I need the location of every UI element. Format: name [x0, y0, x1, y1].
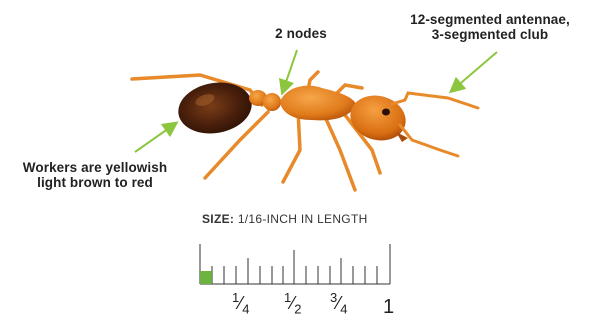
label-antennae-line1: 12-segmented antennae, [385, 12, 595, 27]
arrow-antennae [455, 52, 497, 88]
size-value: 1/16-INCH IN LENGTH [238, 212, 368, 226]
ant-thorax [280, 86, 356, 121]
half-numerator: 1 [284, 290, 291, 305]
quarter-denominator: 4 [242, 302, 249, 317]
half-denominator: 2 [294, 302, 301, 317]
ant-eye [382, 109, 390, 116]
arrow-nodes [284, 50, 297, 88]
ruler-label-half: 1⁄2 [284, 290, 301, 317]
ruler-label-one: 1 [383, 296, 394, 319]
label-workers-line2: light brown to red [0, 175, 190, 190]
label-workers-line1: Workers are yellowish [0, 160, 190, 175]
label-antennae: 12-segmented antennae, 3-segmented club [385, 12, 595, 42]
ruler-label-quarter: 1⁄4 [232, 290, 249, 317]
size-ruler [200, 244, 390, 284]
three-quarter-numerator: 3 [330, 290, 337, 305]
size-label: SIZE: [202, 212, 234, 226]
arrow-workers [135, 126, 172, 152]
label-antennae-line2: 3-segmented club [385, 27, 595, 42]
label-workers: Workers are yellowish light brown to red [0, 160, 190, 190]
size-caption: SIZE: 1/16-INCH IN LENGTH [202, 212, 368, 226]
ruler-highlight [200, 271, 212, 284]
quarter-numerator: 1 [232, 290, 239, 305]
label-nodes: 2 nodes [246, 26, 356, 41]
ruler-label-three-quarter: 3⁄4 [330, 290, 347, 317]
ant-node-2 [263, 93, 281, 111]
three-quarter-denominator: 4 [340, 302, 347, 317]
